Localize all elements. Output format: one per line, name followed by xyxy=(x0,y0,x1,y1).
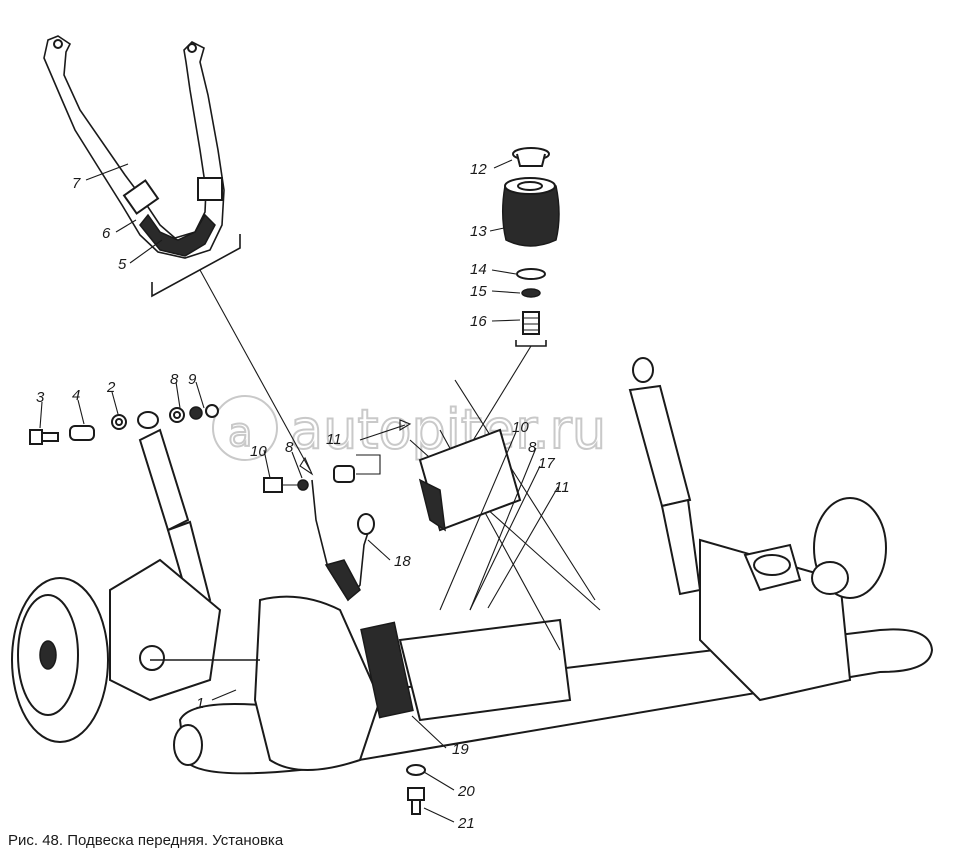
callout-7: 7 xyxy=(72,175,81,192)
callout-17: 17 xyxy=(538,455,555,472)
front-suspension-diagram: a autopiter.ru xyxy=(11,35,934,830)
callout-21: 21 xyxy=(457,815,475,830)
callout-5: 5 xyxy=(118,256,127,273)
figure-caption: Рис. 48. Подвеска передняя. Установка xyxy=(8,832,284,849)
callout-14: 14 xyxy=(470,261,487,278)
callout-leaders xyxy=(39,159,559,823)
callout-12: 12 xyxy=(470,161,487,178)
right-brake-drum xyxy=(743,497,887,599)
svg-text:a: a xyxy=(228,410,253,456)
callout-13: 13 xyxy=(470,223,487,240)
callout-11-left: 11 xyxy=(326,431,342,448)
callout-8-top: 8 xyxy=(170,371,179,388)
left-shock-absorber xyxy=(137,411,212,608)
callout-10-left: 10 xyxy=(250,443,267,460)
callout-1: 1 xyxy=(196,695,204,712)
callout-9: 9 xyxy=(188,371,197,388)
callout-8-mid: 8 xyxy=(285,439,294,456)
callout-18: 18 xyxy=(394,553,411,570)
fasteners-left xyxy=(29,404,219,445)
callout-6: 6 xyxy=(102,225,111,242)
left-brake-drum xyxy=(11,558,260,743)
right-shock-absorber xyxy=(628,357,702,596)
callout-16: 16 xyxy=(470,313,487,330)
callout-3: 3 xyxy=(36,389,45,406)
watermark: a autopiter.ru xyxy=(212,395,607,462)
leader-line xyxy=(199,269,311,471)
bottom-fasteners xyxy=(406,764,426,815)
callout-8-right: 8 xyxy=(528,439,537,456)
callout-20: 20 xyxy=(457,783,475,800)
callout-10-right: 10 xyxy=(512,419,529,436)
stabilizer-bar xyxy=(43,35,225,259)
bump-stop-group xyxy=(451,147,560,474)
callout-19: 19 xyxy=(452,741,469,758)
callout-labels: 1 2 3 4 5 6 7 8 8 8 9 10 10 11 11 12 13 … xyxy=(36,161,570,830)
callout-2: 2 xyxy=(106,379,116,396)
callout-4: 4 xyxy=(72,387,80,404)
callout-11-right: 11 xyxy=(554,479,570,496)
callout-15: 15 xyxy=(470,283,487,300)
bracket-bushing-group xyxy=(151,234,241,298)
stabilizer-link-fasteners xyxy=(263,419,412,602)
